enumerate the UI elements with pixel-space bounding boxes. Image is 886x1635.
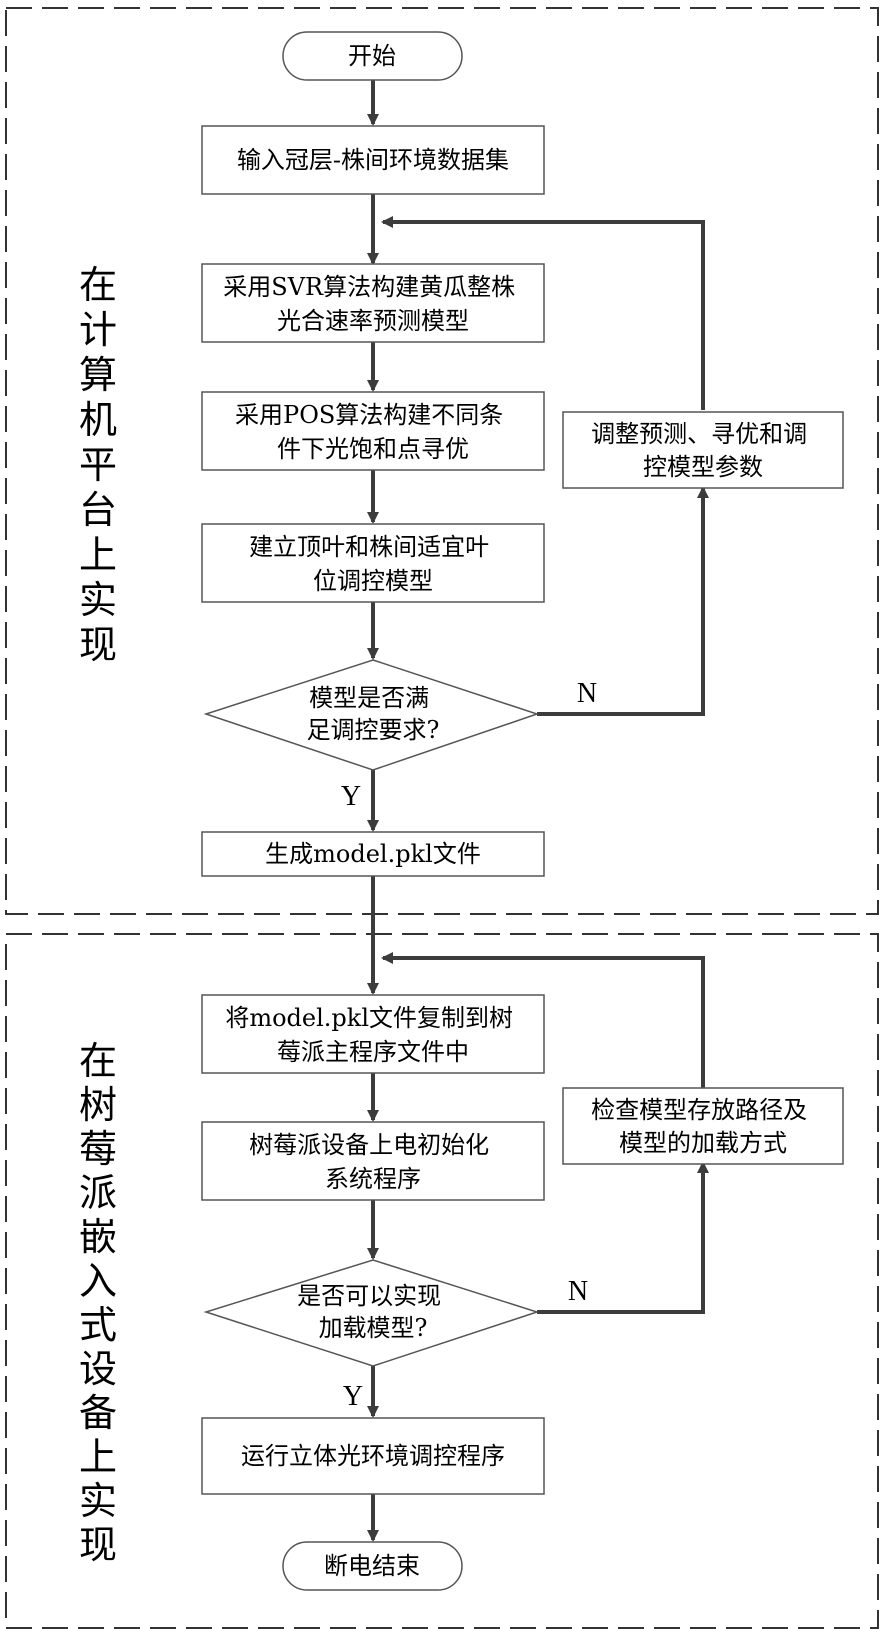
process-run-program bbox=[201, 1417, 545, 1495]
edge-label-no-1: N bbox=[577, 678, 597, 709]
section-label-char: 上 bbox=[79, 1435, 117, 1479]
section-label-char: 上 bbox=[79, 533, 117, 577]
process-svr-model bbox=[201, 263, 545, 343]
edge-adjust-loop-back bbox=[381, 216, 705, 410]
decision-load-label: 是否可以实现 加载模型? bbox=[297, 1282, 449, 1342]
section-label-char: 现 bbox=[79, 623, 117, 667]
decision-load bbox=[203, 1259, 540, 1367]
process-pos-optimize bbox=[201, 391, 545, 471]
decision-requirements-label: 模型是否满 足调控要求? bbox=[307, 684, 440, 744]
section-label-char: 入 bbox=[79, 1259, 117, 1303]
edge-decision-no-check bbox=[537, 1161, 709, 1314]
section-label-char: 台 bbox=[79, 488, 117, 532]
end-label: 断电结束 bbox=[324, 1552, 420, 1580]
section-label-char: 在 bbox=[79, 263, 117, 307]
process-adjust-params bbox=[562, 411, 844, 489]
section-label-char: 实 bbox=[79, 578, 117, 622]
section-frame-raspberry bbox=[5, 933, 879, 1629]
section-label-computer: 在计算机平台上实现 bbox=[79, 263, 117, 667]
adjust-params-label: 调整预测、寻优和调 控模型参数 bbox=[591, 420, 815, 481]
section-label-char: 在 bbox=[79, 1039, 117, 1083]
section-label-char: 树 bbox=[79, 1083, 117, 1127]
process-check-path bbox=[562, 1087, 844, 1165]
process-input-dataset bbox=[201, 125, 545, 195]
section-label-char: 设 bbox=[79, 1347, 117, 1391]
decision-requirements bbox=[203, 659, 540, 771]
edge-label-yes-1: Y bbox=[341, 781, 361, 812]
process-generate-file bbox=[201, 831, 545, 877]
process-power-on-init bbox=[201, 1121, 545, 1201]
edge-check-loop-back bbox=[381, 952, 705, 1088]
process-copy-file bbox=[201, 994, 545, 1074]
generate-file-label: 生成model.pkl文件 bbox=[265, 840, 481, 868]
section-label-char: 式 bbox=[79, 1303, 117, 1347]
section-label-char: 嵌 bbox=[79, 1215, 117, 1259]
section-label-raspberry: 在树莓派嵌入式设备上实现 bbox=[79, 1039, 117, 1567]
section-label-char: 备 bbox=[79, 1391, 117, 1435]
svr-model-label: 采用SVR算法构建黄瓜整株 光合速率预测模型 bbox=[223, 273, 522, 335]
copy-file-label: 将model.pkl文件复制到树 莓派主程序文件中 bbox=[225, 1004, 520, 1066]
section-label-char: 派 bbox=[79, 1171, 117, 1215]
check-path-label: 检查模型存放路径及 模型的加载方式 bbox=[591, 1096, 815, 1157]
edge-label-yes-2: Y bbox=[343, 1381, 363, 1412]
section-label-char: 实 bbox=[79, 1479, 117, 1523]
section-label-char: 算 bbox=[79, 353, 117, 397]
section-frame-computer bbox=[5, 7, 879, 915]
input-dataset-label: 输入冠层-株间环境数据集 bbox=[237, 146, 509, 174]
section-label-char: 平 bbox=[79, 443, 117, 487]
pos-optimize-label: 采用POS算法构建不同条 件下光饱和点寻优 bbox=[235, 401, 511, 463]
start-terminal bbox=[282, 31, 463, 81]
section-label-char: 莓 bbox=[79, 1127, 117, 1171]
regulation-model-label: 建立顶叶和株间适宜叶 位调控模型 bbox=[249, 533, 497, 595]
section-label-char: 现 bbox=[79, 1523, 117, 1567]
power-on-init-label: 树莓派设备上电初始化 系统程序 bbox=[249, 1131, 497, 1193]
section-label-char: 计 bbox=[79, 308, 117, 352]
edge-label-no-2: N bbox=[568, 1276, 588, 1307]
start-label: 开始 bbox=[348, 42, 396, 70]
section-label-char: 机 bbox=[79, 398, 117, 442]
process-regulation-model bbox=[201, 523, 545, 603]
end-terminal bbox=[282, 1541, 463, 1591]
edge-decision-no-adjust bbox=[537, 486, 709, 716]
run-program-label: 运行立体光环境调控程序 bbox=[241, 1442, 505, 1470]
